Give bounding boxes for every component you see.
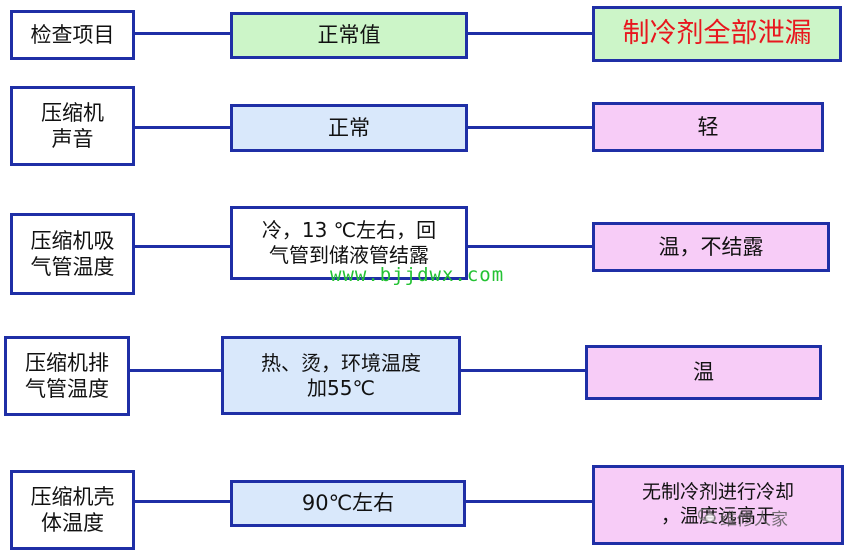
connector-line (132, 500, 232, 503)
connector-line (465, 32, 595, 35)
connector-line (463, 500, 595, 503)
connector-line (132, 245, 232, 248)
watermark-badge: 维修人家 (697, 505, 788, 530)
row-1-fault: 轻 (592, 102, 824, 152)
header-fault-label: 制冷剂全部泄漏 (592, 6, 842, 62)
watermark-url: www.bjjdwx.com (330, 264, 505, 286)
row-3-item: 压缩机排 气管温度 (4, 336, 130, 416)
row-4-normal: 90℃左右 (230, 480, 466, 527)
row-2-normal: 冷，13 ℃左右，回 气管到储液管结露 (230, 206, 468, 280)
connector-line (132, 32, 232, 35)
row-4-item: 压缩机壳 体温度 (10, 470, 135, 550)
row-4-fault: 无制冷剂进行冷却 ，温度远高于 (592, 465, 844, 545)
header-item-label: 检查项目 (10, 10, 135, 60)
connector-line (465, 126, 595, 129)
wechat-icon (697, 507, 716, 528)
connector-line (127, 369, 223, 372)
row-1-item: 压缩机 声音 (10, 86, 135, 166)
row-2-fault: 温，不结露 (592, 222, 830, 272)
row-3-fault: 温 (585, 345, 822, 400)
watermark-text: 维修人家 (720, 510, 788, 530)
row-3-normal: 热、烫，环境温度 加55℃ (221, 336, 461, 415)
row-2-item: 压缩机吸 气管温度 (10, 213, 135, 295)
row-1-normal: 正常 (230, 104, 468, 152)
connector-line (132, 126, 232, 129)
connector-line (465, 245, 595, 248)
connector-line (458, 369, 588, 372)
header-normal-label: 正常值 (230, 12, 468, 59)
